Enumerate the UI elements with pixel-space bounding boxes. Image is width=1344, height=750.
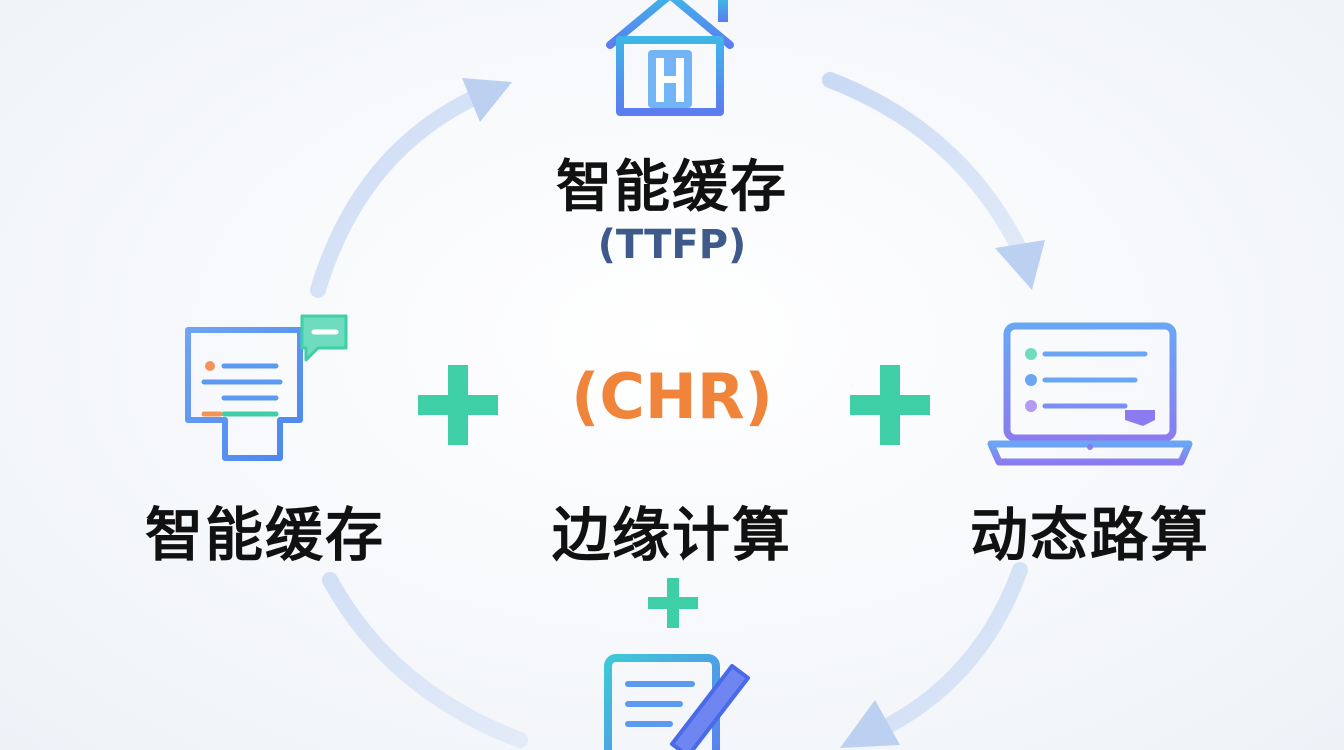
edit-document-icon: [604, 654, 750, 750]
right-node-title: 动态路算: [969, 501, 1211, 569]
arrowhead-bottom-right: [840, 700, 900, 748]
laptop-icon: [987, 322, 1193, 466]
center-node-title: 边缘计算: [551, 501, 793, 569]
plus-left: [418, 365, 498, 445]
arrow-top-to-right: [822, 72, 1028, 258]
plus-bottom: [648, 578, 698, 628]
arrowhead-top-left: [462, 78, 512, 122]
arrowhead-top-right: [995, 240, 1045, 290]
arrow-right-to-bottom: [872, 562, 1028, 738]
chat-document-icon: [185, 314, 348, 461]
top-node-subtitle: (TTFP): [597, 222, 747, 268]
arrow-left-to-top: [310, 87, 488, 298]
left-node-title: 智能缓存: [144, 501, 386, 569]
arrow-bottom-to-left: [322, 572, 528, 748]
top-node-title: 智能缓存: [556, 155, 788, 220]
plus-right: [850, 365, 930, 445]
center-node-acronym: (CHR): [571, 360, 773, 433]
house-icon: [606, 0, 734, 116]
